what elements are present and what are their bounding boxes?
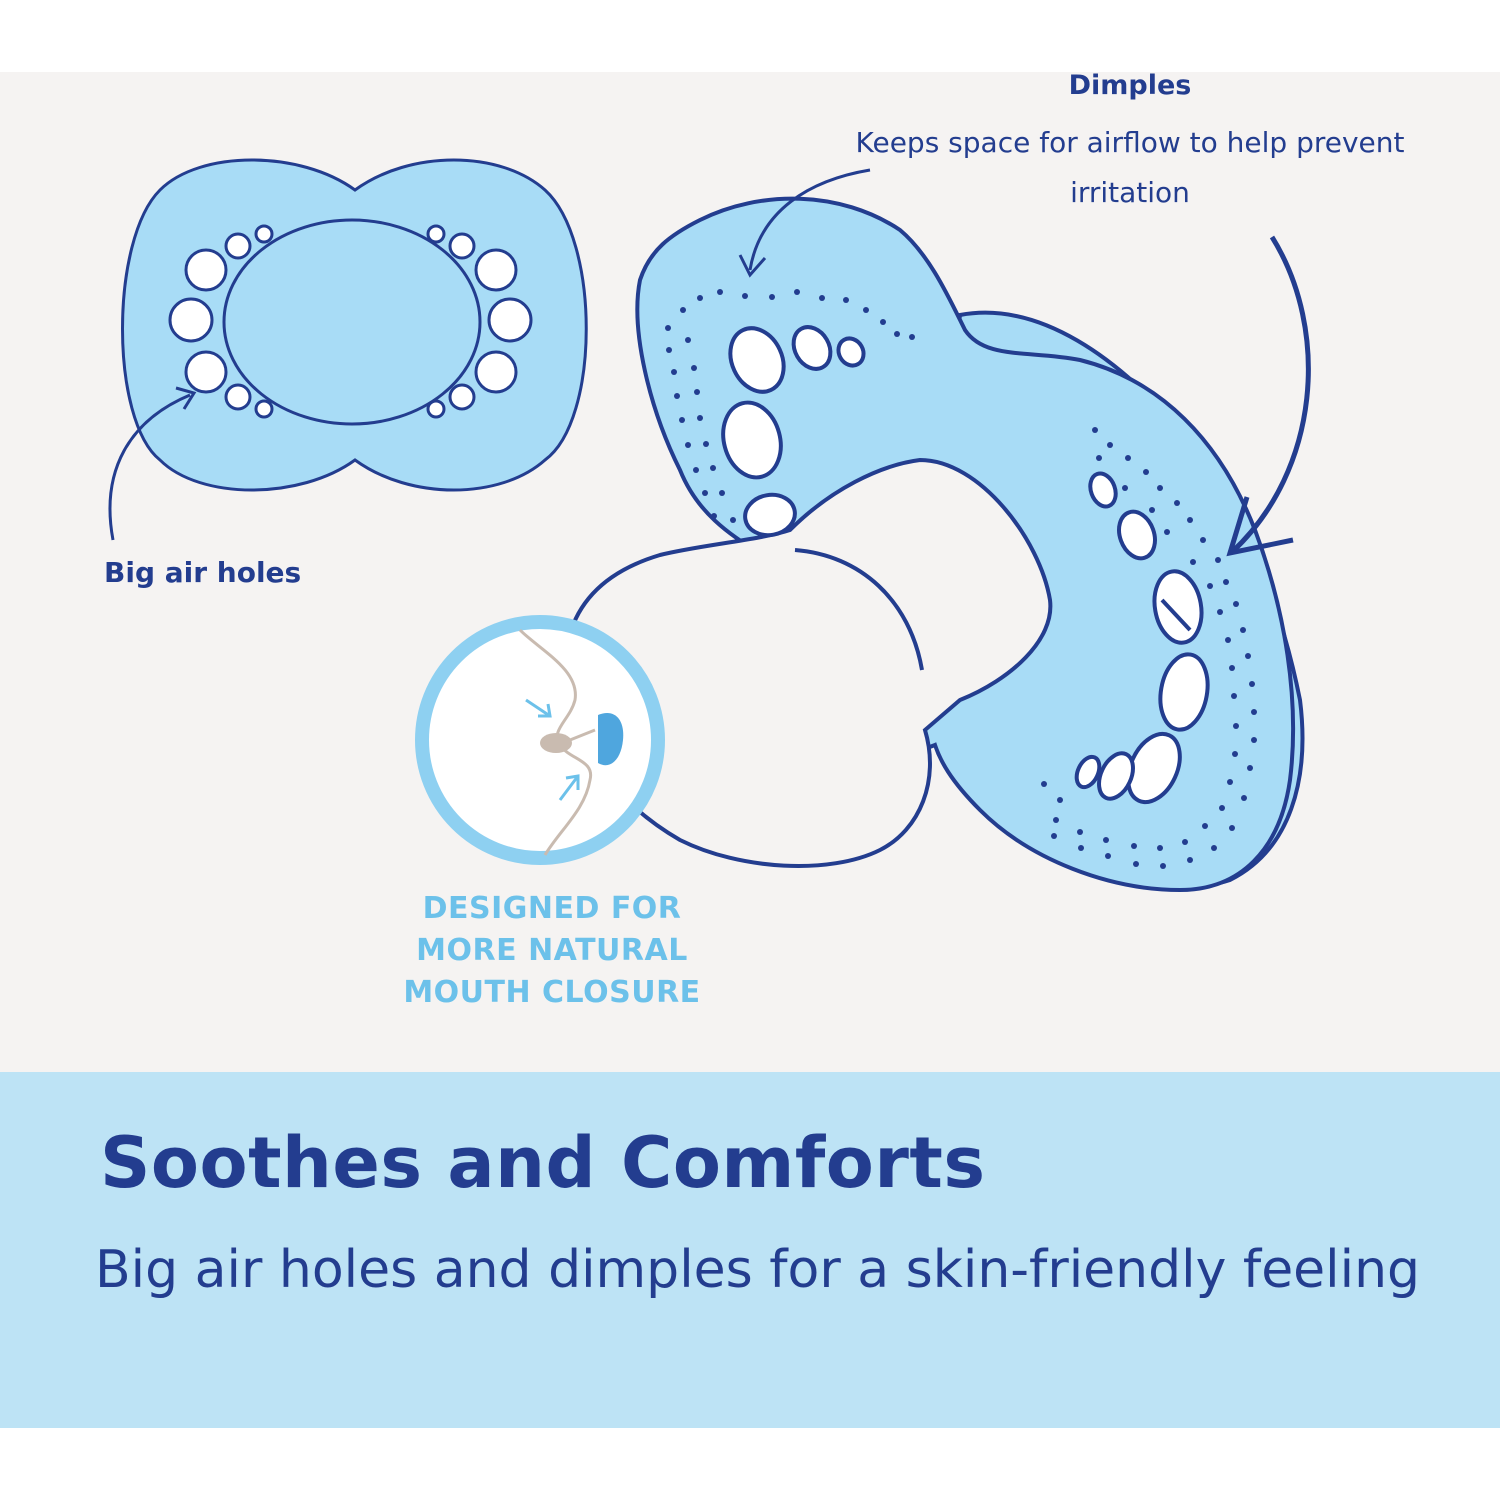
front-view-pacifier: [121, 158, 588, 492]
banner-subline: Big air holes and dimples for a skin-fri…: [95, 1240, 1421, 1300]
dimple-dots: [665, 289, 1257, 869]
side-view-pacifier: [562, 196, 1305, 893]
dimples-callout-title: Dimples: [1068, 70, 1192, 101]
feature-banner: [0, 1072, 1500, 1428]
banner-headline: Soothes and Comforts: [100, 1122, 986, 1204]
air-hole-group: [168, 224, 533, 419]
mouth-closure-callout: DESIGNED FOR MORE NATURAL MOUTH CLOSURE: [403, 891, 701, 1010]
mouth-closure-inset: [415, 615, 665, 865]
arrow-head-icon: [1226, 496, 1294, 557]
arrow-icon: [558, 774, 580, 801]
arrow-icon: [525, 698, 552, 718]
arrow-head-icon: [738, 254, 767, 278]
air-holes-callout: Big air holes: [104, 556, 302, 589]
dimples-callout-description: Keeps space for airflow to help prevent …: [855, 126, 1405, 209]
arrow-head-icon: [175, 386, 197, 410]
